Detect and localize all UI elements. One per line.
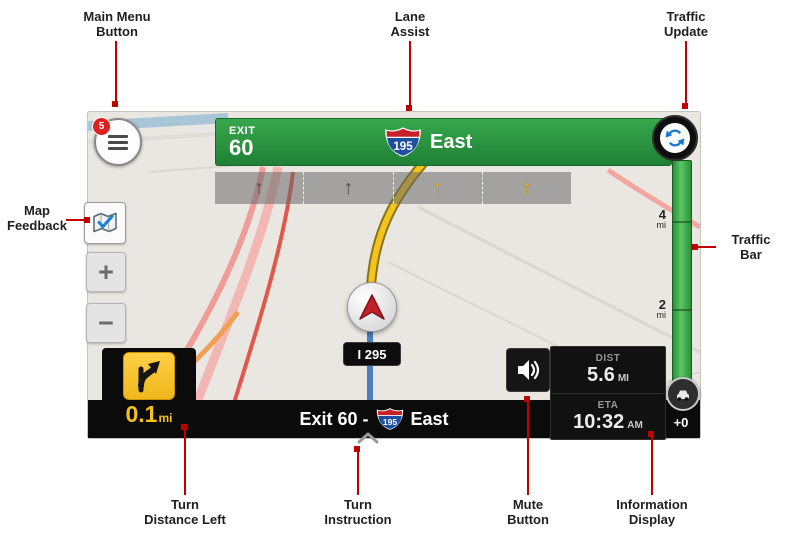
distance-row: DIST 5.6 MI — [551, 347, 665, 394]
traffic-tick-2mi — [673, 309, 691, 311]
shield-number: 195 — [393, 140, 413, 153]
navigation-screen: EXIT 60 195 East ↑ ↑ ↑ ↑ — [84, 112, 700, 444]
callout-map-feedback: Map Feedback — [7, 203, 67, 234]
leader-dot-traffic-bar — [692, 244, 698, 250]
leader-line-lane-assist — [409, 41, 411, 111]
zoom-out-button[interactable]: − — [86, 303, 126, 343]
leader-dot-turn-instruction — [354, 446, 360, 452]
exit-block: EXIT 60 — [216, 124, 256, 160]
lane-2: ↑ — [303, 172, 392, 204]
leader-line-mute — [527, 399, 529, 495]
lane-4: ↑ — [481, 172, 571, 204]
callout-main-menu: Main Menu Button — [83, 9, 151, 40]
pull-up-handle[interactable] — [354, 430, 382, 446]
vehicle-arrow-icon — [359, 294, 385, 320]
leader-line-map-feedback — [66, 219, 90, 221]
dist-value: 5.6 MI — [587, 364, 629, 387]
leader-dot-main-menu — [112, 101, 118, 107]
current-road-shield: I 295 — [343, 342, 401, 366]
leader-dot-information-display — [648, 431, 654, 437]
leader-dot-turn-distance — [181, 424, 187, 430]
car-icon — [677, 390, 689, 401]
turn-distance-value: 0.1 mi — [125, 401, 173, 427]
turn-maneuver-icon — [123, 352, 175, 400]
mute-button[interactable] — [506, 348, 550, 392]
leader-dot-map-feedback — [84, 217, 90, 223]
leader-dot-lane-assist — [406, 105, 412, 111]
leader-dot-mute — [524, 396, 530, 402]
leader-line-main-menu — [115, 41, 117, 107]
turn-distance-panel[interactable]: 0.1 mi — [102, 348, 196, 438]
exit-number: 60 — [229, 134, 254, 160]
traffic-bar[interactable] — [672, 160, 692, 404]
interstate-shield-icon: 195 — [376, 408, 403, 430]
traffic-delay-value: +0 — [673, 415, 689, 430]
traffic-label-4mi: 4 mi — [656, 207, 667, 230]
main-menu-button[interactable]: 5 — [92, 117, 142, 166]
lane-3: ↑ — [392, 172, 482, 204]
traffic-label-2mi: 2 mi — [656, 297, 667, 320]
lane-guidance-strip: ↑ ↑ ↑ ↑ — [215, 172, 571, 204]
callout-traffic-update: Traffic Update — [663, 9, 709, 40]
leader-line-turn-instruction — [357, 449, 359, 495]
hamburger-icon — [108, 134, 128, 138]
interstate-shield-icon: 195 — [385, 127, 421, 157]
dist-label: DIST — [595, 353, 621, 365]
lane-assist-banner: EXIT 60 195 East — [215, 118, 672, 166]
lane-arrow-icon: ↑ — [521, 177, 532, 199]
callout-traffic-bar: Traffic Bar — [731, 232, 771, 263]
leader-line-information-display — [651, 434, 653, 495]
speaker-icon — [518, 360, 540, 380]
leader-line-traffic-update — [685, 41, 687, 109]
notification-badge: 5 — [92, 117, 111, 136]
lane-arrow-icon: ↑ — [254, 177, 265, 199]
banner-direction: East — [430, 130, 473, 153]
lane-1: ↑ — [215, 172, 303, 204]
exit-right-arrow-icon — [138, 361, 160, 393]
exit-label: EXIT — [229, 124, 256, 137]
map-feedback-icon — [93, 212, 117, 233]
leader-dot-traffic-update — [682, 103, 688, 109]
refresh-icon — [660, 123, 690, 153]
traffic-tick-4mi — [673, 221, 691, 223]
callout-turn-instruction: Turn Instruction — [324, 497, 392, 528]
information-display[interactable]: DIST 5.6 MI ETA 10:32 AM — [550, 346, 666, 440]
turn-instruction-bar[interactable]: Exit 60 - 195 East — [203, 400, 545, 438]
traffic-position-marker — [666, 377, 700, 411]
callout-lane-assist: Lane Assist — [390, 9, 430, 40]
callout-information-display: Information Display — [616, 497, 688, 528]
leader-line-turn-distance — [184, 427, 186, 495]
callout-turn-distance: Turn Distance Left — [144, 497, 226, 528]
banner-route: 195 East — [384, 119, 472, 165]
leader-line-traffic-bar — [694, 246, 716, 248]
map-feedback-button[interactable] — [84, 202, 126, 244]
callout-mute-button: Mute Button — [507, 497, 549, 528]
instruction-suffix: East — [410, 408, 449, 429]
instruction-prefix: Exit 60 - — [299, 408, 369, 429]
lane-arrow-icon: ↑ — [432, 177, 443, 199]
vehicle-position-marker — [347, 282, 397, 332]
zoom-in-button[interactable]: + — [86, 252, 126, 292]
eta-value: 10:32 AM — [573, 410, 643, 433]
shield-number: 195 — [382, 417, 397, 427]
chevron-up-icon — [357, 432, 379, 444]
eta-label: ETA — [597, 399, 619, 411]
lane-arrow-icon: ↑ — [343, 177, 354, 199]
traffic-update-button[interactable] — [652, 115, 698, 161]
eta-row: ETA 10:32 AM — [551, 394, 665, 440]
